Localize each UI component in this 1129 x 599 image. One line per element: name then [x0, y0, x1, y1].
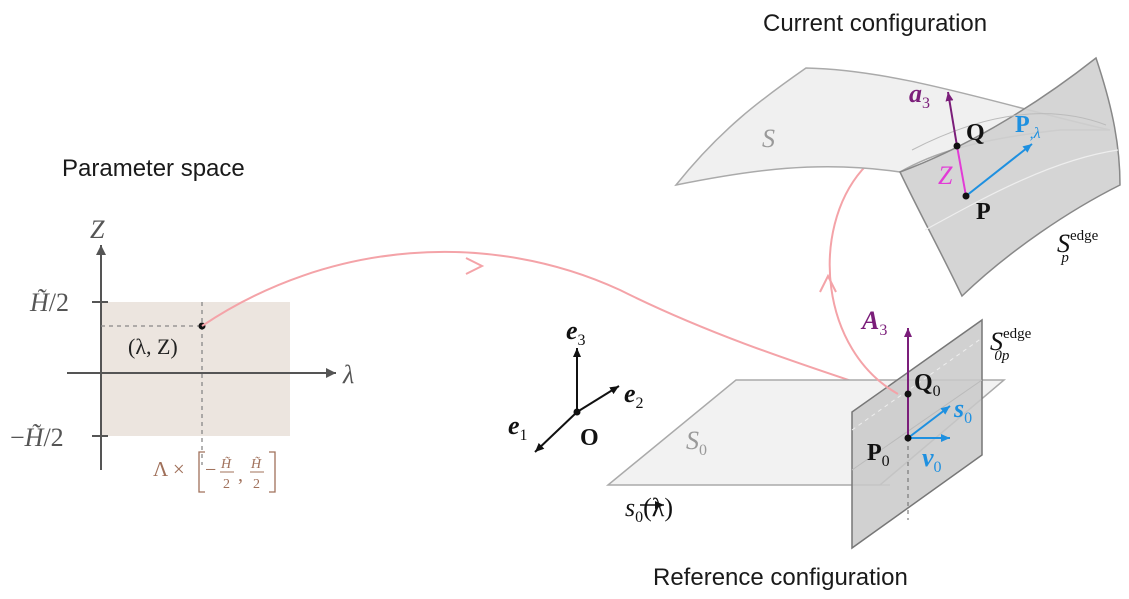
- origin-point: [573, 408, 581, 416]
- P-point: [962, 192, 970, 200]
- tick-top-label: H̃/2: [29, 288, 69, 317]
- current-edge-topline: [911, 113, 1107, 151]
- s0-label: s0: [953, 394, 972, 427]
- P-lambda-vector: [965, 143, 1033, 197]
- reference-edge-dash-top: [851, 337, 983, 431]
- mapping-curve: [201, 250, 909, 401]
- current-configuration-title: Current configuration: [763, 10, 987, 37]
- parameter-point-label: (λ, Z): [128, 334, 178, 359]
- e3-label: e3: [566, 316, 586, 349]
- e1-label: e1: [508, 411, 528, 444]
- deformation-curve-arrow: [819, 273, 837, 293]
- reference-surface-label: S0: [686, 426, 707, 459]
- Z-label: Z: [938, 161, 953, 190]
- Q-label: Q: [966, 120, 985, 146]
- parameter-domain-region: [101, 302, 290, 436]
- e2-vector: [576, 385, 620, 413]
- reference-curve-label: s0(λ): [625, 493, 673, 526]
- s0-vector: [907, 405, 951, 439]
- Q0-point: [904, 390, 912, 398]
- Q0-label: Q0: [914, 370, 941, 400]
- z-axis-label: Z: [90, 215, 105, 244]
- parameter-space-title: Parameter space: [62, 155, 245, 182]
- nu0-label: ν0: [922, 443, 942, 476]
- a3-vector: [945, 91, 958, 147]
- Z-segment: [956, 145, 967, 197]
- A3-label: A3: [860, 306, 887, 339]
- svg-text:2: 2: [223, 477, 230, 492]
- svg-text:,: ,: [238, 464, 243, 486]
- current-surface-label: S: [762, 124, 775, 153]
- svg-text:−: −: [205, 459, 216, 481]
- P0-label: P0: [867, 440, 890, 470]
- tick-bottom-label: −H̃/2: [10, 423, 64, 452]
- mapping-curve-arrow: [465, 257, 485, 275]
- lambda-axis-label: λ: [342, 360, 354, 389]
- svg-text:2: 2: [253, 477, 260, 492]
- reference-edge-plane: [851, 318, 983, 550]
- a3-label: a3: [909, 79, 930, 112]
- Q-point: [953, 142, 961, 150]
- P0-point: [904, 434, 912, 442]
- P-label: P: [976, 199, 991, 225]
- origin-label: O: [580, 425, 599, 451]
- current-edge-surface: [898, 56, 1121, 298]
- current-edge-midline: [924, 149, 1119, 231]
- svg-text:Λ ×: Λ ×: [153, 457, 185, 481]
- svg-text:H̃: H̃: [220, 456, 232, 472]
- reference-edge-midline: [851, 379, 983, 471]
- P-lambda-label: P,λ: [1015, 112, 1041, 142]
- domain-label: Λ × − H̃ 2 , H̃ 2: [153, 451, 276, 493]
- e1-vector: [534, 411, 578, 453]
- svg-text:H̃: H̃: [250, 456, 262, 472]
- e2-label: e2: [624, 379, 644, 412]
- reference-configuration-title: Reference configuration: [653, 564, 908, 591]
